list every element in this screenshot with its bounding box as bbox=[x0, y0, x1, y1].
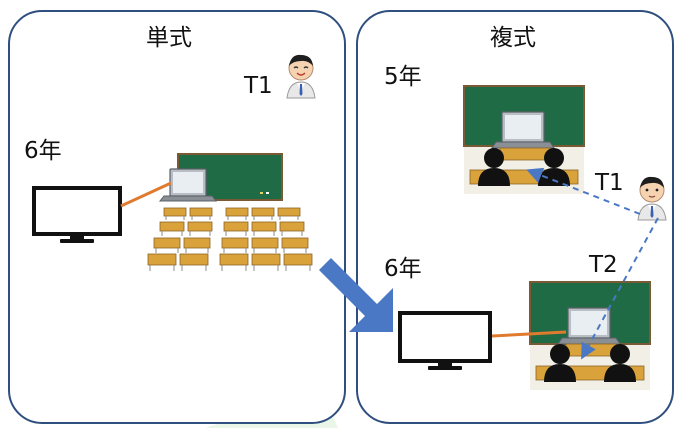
single-teacher-label: T1 bbox=[244, 73, 273, 99]
combined-grade-lower-label: 6年 bbox=[384, 256, 422, 282]
laptop-icon bbox=[491, 111, 555, 149]
combined-class-title: 複式 bbox=[490, 25, 536, 51]
cable-right bbox=[491, 330, 567, 338]
single-grade-label: 6年 bbox=[24, 138, 62, 164]
student-icon bbox=[538, 148, 570, 186]
desk-icon bbox=[147, 207, 313, 266]
dashed-line-lower bbox=[581, 217, 659, 360]
laptop-icon bbox=[557, 307, 621, 345]
transition-arrow bbox=[319, 258, 393, 332]
monitor-icon bbox=[398, 311, 492, 370]
combined-grade-upper-label: 5年 bbox=[384, 64, 422, 90]
teacher-icon bbox=[286, 54, 316, 99]
classroom-scene-upper bbox=[463, 85, 585, 194]
dashed-line-upper bbox=[526, 167, 641, 215]
classroom-scene bbox=[147, 153, 313, 271]
monitor-icon bbox=[32, 186, 122, 243]
student-icon bbox=[478, 148, 510, 186]
cable-left bbox=[120, 181, 172, 208]
student-icon bbox=[604, 344, 636, 382]
combined-teacher-1-label: T1 bbox=[595, 170, 624, 196]
teacher-icon bbox=[637, 176, 667, 221]
student-icon bbox=[544, 344, 576, 382]
laptop-icon bbox=[158, 168, 218, 202]
classroom-scene-lower bbox=[529, 281, 651, 390]
single-class-title: 単式 bbox=[146, 25, 192, 51]
combined-teacher-2-label: T2 bbox=[589, 252, 618, 278]
